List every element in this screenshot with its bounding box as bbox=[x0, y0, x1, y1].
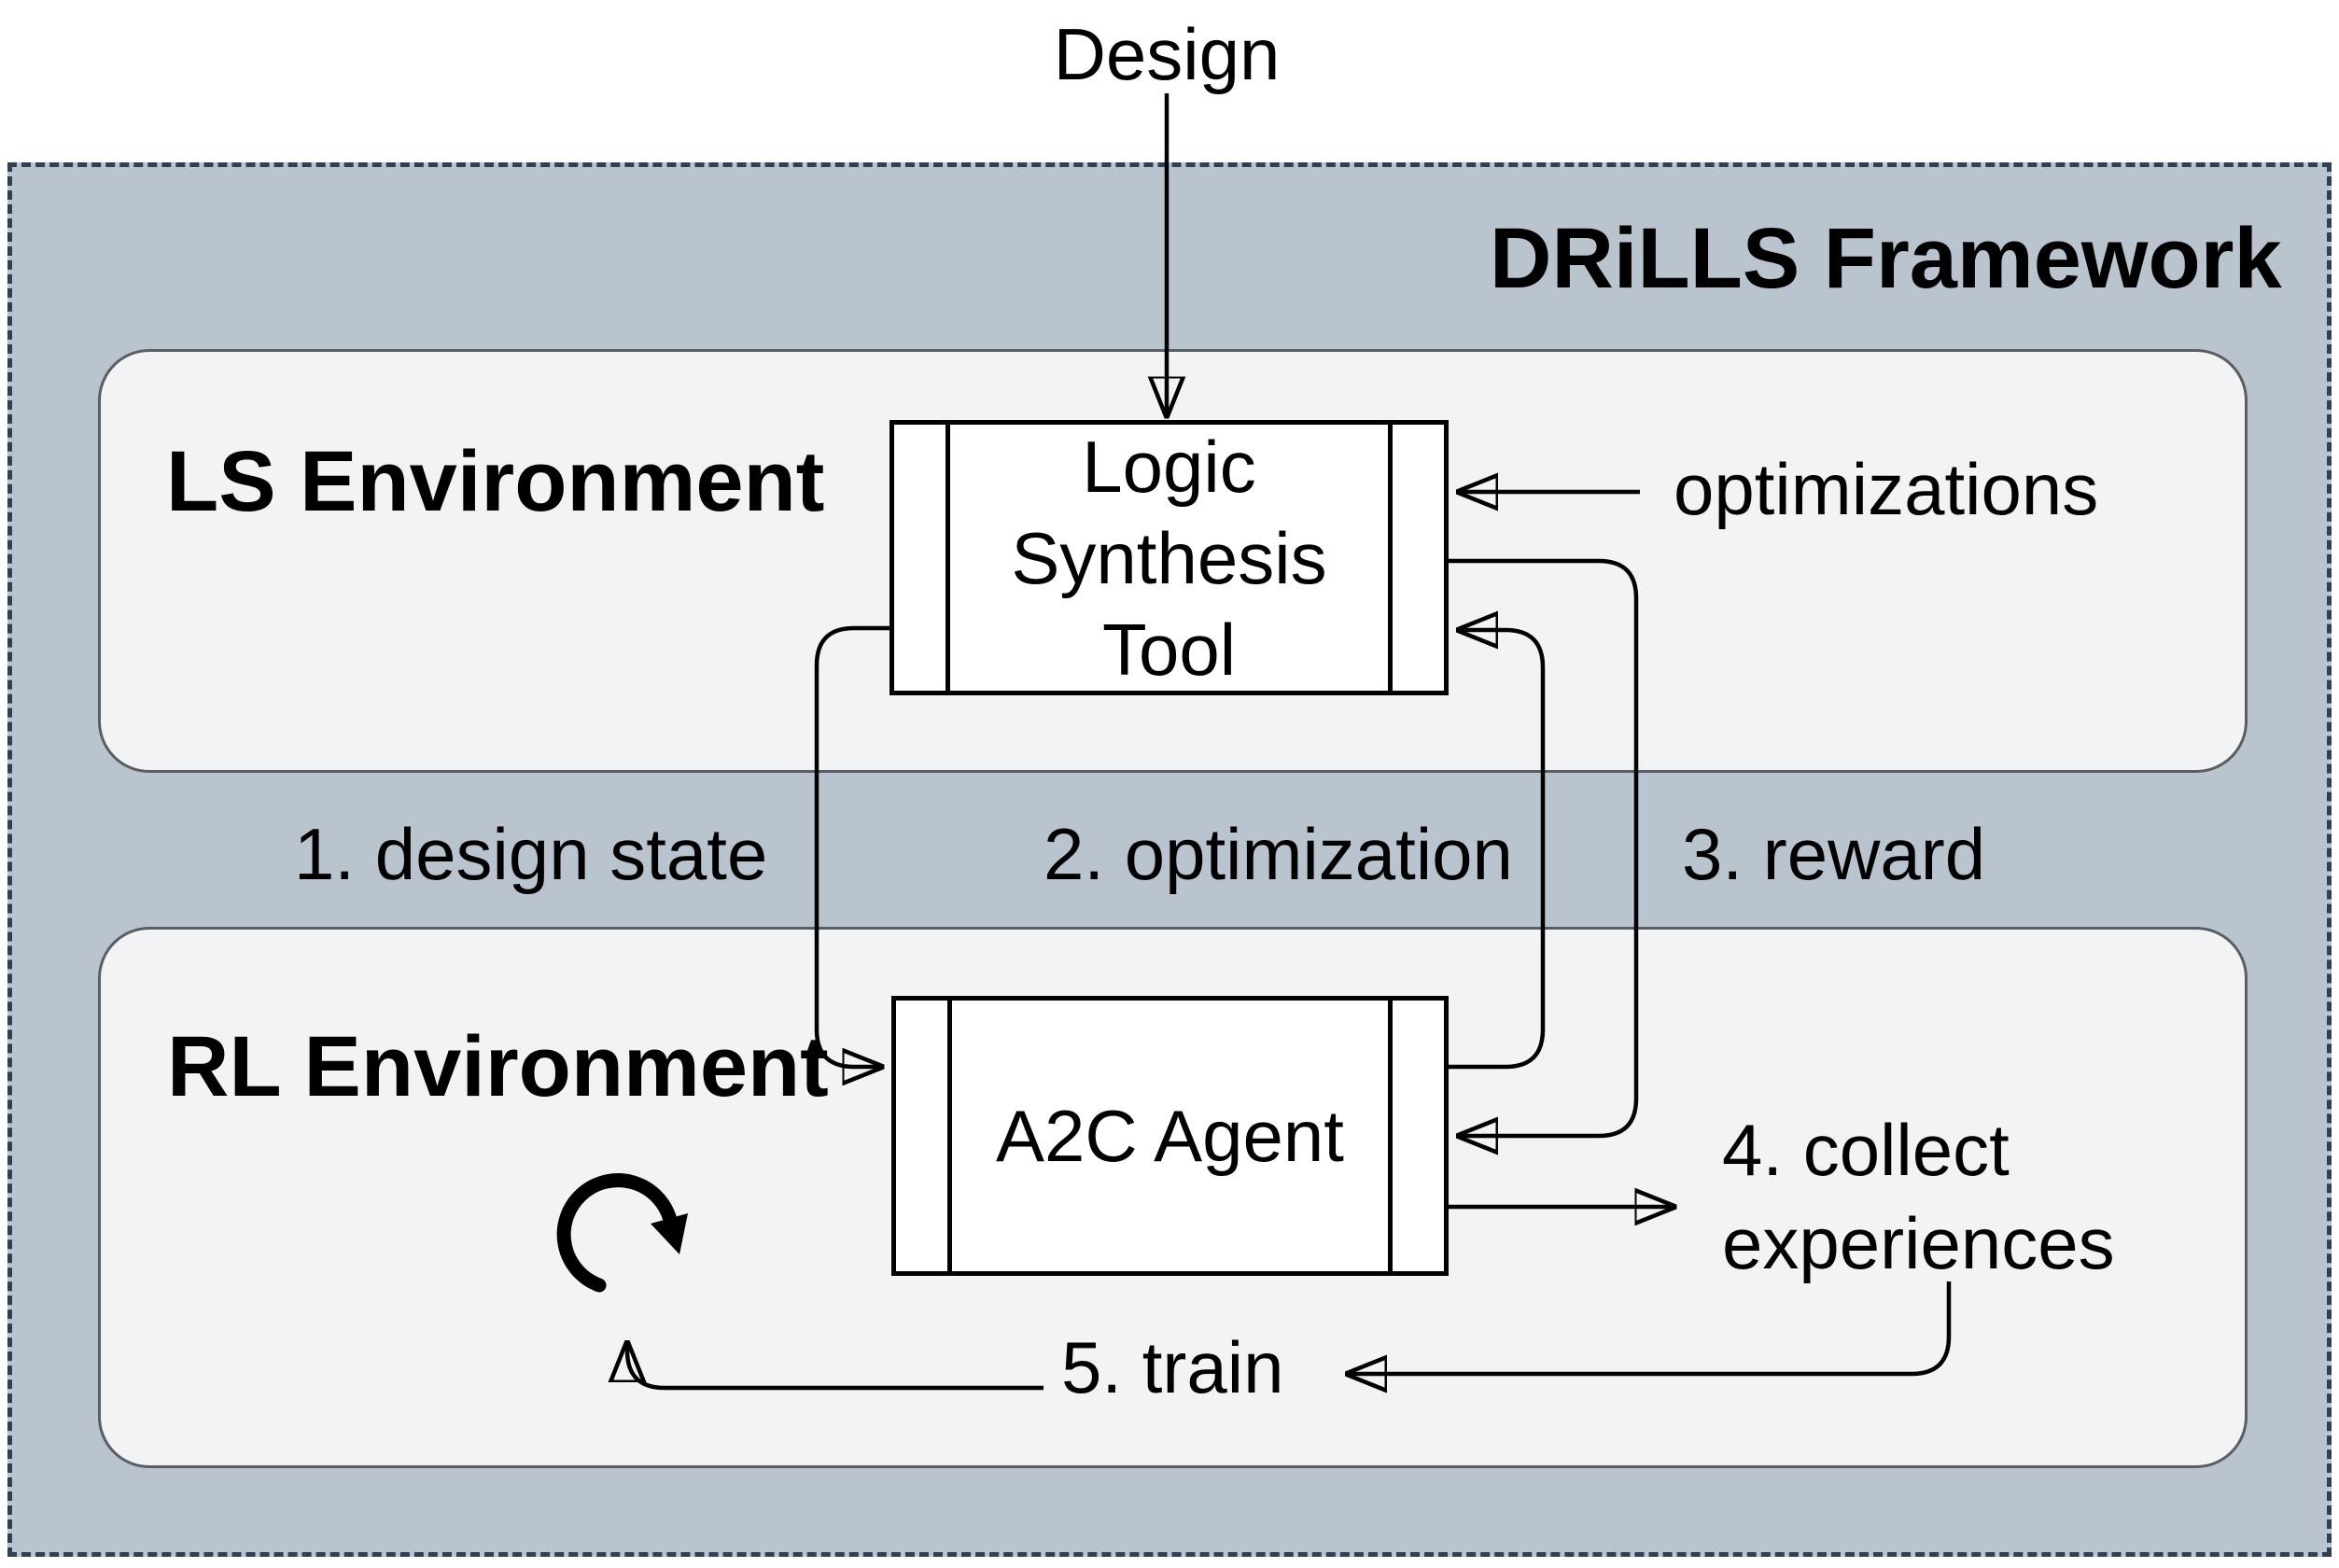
logic-synthesis-tool-box: Logic Synthesis Tool bbox=[889, 420, 1449, 695]
logic-synthesis-tool-label: Logic Synthesis Tool bbox=[1011, 425, 1327, 691]
rl-environment-label: RL Environment bbox=[167, 1019, 829, 1114]
box-side-bar bbox=[1388, 425, 1393, 691]
step5-train-label: 5. train bbox=[1061, 1326, 1284, 1408]
design-input-label: Design bbox=[1053, 13, 1281, 95]
ls-environment-label: LS Environment bbox=[166, 434, 825, 529]
a2c-agent-label: A2C Agent bbox=[996, 1095, 1344, 1177]
step1-design-state-label: 1. design state bbox=[294, 813, 768, 895]
framework-title: DRiLLS Framework bbox=[1490, 211, 2282, 306]
box-side-bar bbox=[945, 425, 950, 691]
box-side-bar bbox=[947, 1001, 952, 1271]
optimizations-label: optimizations bbox=[1674, 448, 2099, 530]
step2-optimization-label: 2. optimization bbox=[1043, 813, 1513, 895]
step3-reward-label: 3. reward bbox=[1682, 813, 1986, 895]
a2c-agent-box: A2C Agent bbox=[891, 996, 1449, 1276]
step4-collect-experiences-label: 4. collect experiences bbox=[1722, 1109, 2115, 1284]
box-side-bar bbox=[1388, 1001, 1393, 1271]
